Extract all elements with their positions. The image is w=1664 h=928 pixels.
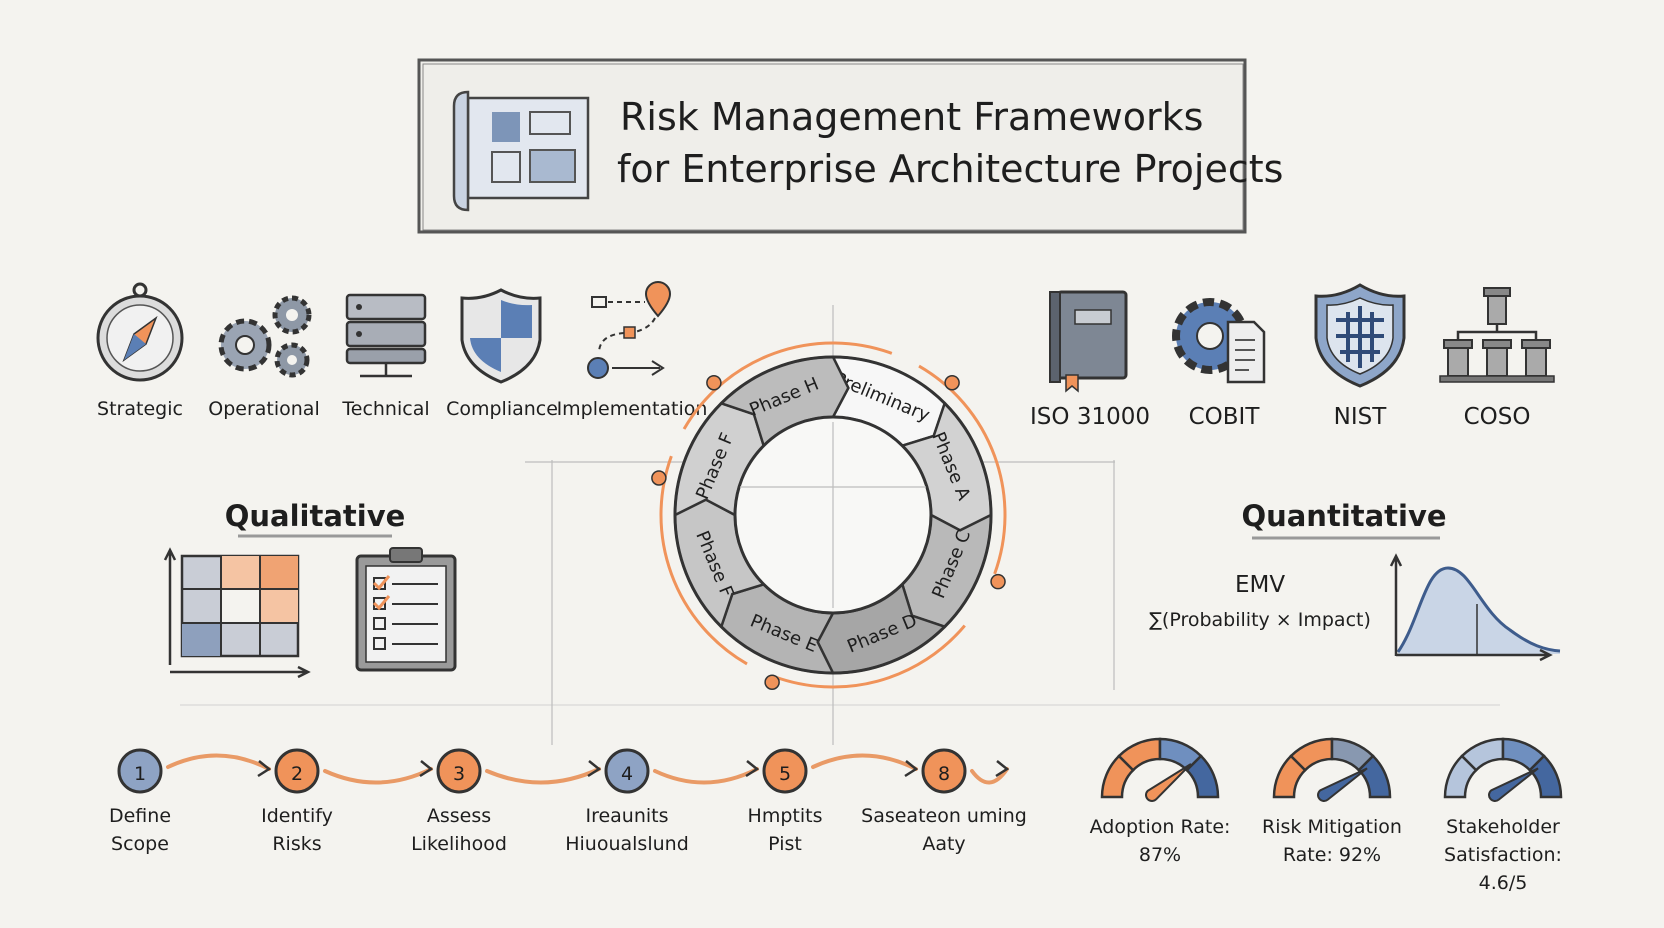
- risk-matrix-icon: [163, 547, 311, 679]
- gear-document-icon: [1172, 298, 1266, 384]
- step-number: 5: [779, 763, 791, 785]
- title-banner: Risk Management Frameworks for Enterpris…: [417, 58, 1283, 234]
- metric-gauge: Adoption Rate: 87%: [1090, 737, 1231, 866]
- step-number-badge: [604, 748, 650, 794]
- step-arrow: [811, 753, 918, 771]
- cycle-node: [990, 573, 1006, 590]
- emv-label: EMV: [1235, 572, 1285, 598]
- step-number: 1: [134, 763, 146, 785]
- step-label-line1: Saseateon uming: [861, 805, 1027, 827]
- metric-label-line1: Adoption Rate:: [1090, 816, 1231, 838]
- cycle-arrow: [682, 341, 893, 430]
- category-label-technical: Technical: [341, 398, 429, 420]
- cycle-node: [764, 674, 780, 691]
- roadmap-icon: [587, 281, 672, 379]
- title-line-2: for Enterprise Architecture Projects: [617, 147, 1283, 191]
- framework-label-cobit: COBIT: [1189, 404, 1261, 430]
- qualitative-heading: Qualitative: [225, 499, 406, 533]
- step-number-badge: [274, 748, 320, 794]
- step-number-badge: [762, 748, 808, 794]
- step-label-line1: Assess: [427, 805, 491, 827]
- step-label-line2: Scope: [111, 833, 169, 855]
- step-arrow: [970, 767, 1009, 785]
- step-arrow: [166, 753, 271, 771]
- cycle-node: [944, 374, 960, 391]
- step-number: 8: [938, 763, 950, 785]
- category-label-operational: Operational: [208, 398, 319, 420]
- shield-icon: [460, 288, 542, 384]
- step-arrow: [485, 767, 601, 785]
- step-label-line2: Risks: [272, 833, 321, 855]
- server-icon: [345, 293, 427, 378]
- step-arrow: [323, 767, 433, 785]
- framework-label-nist: NIST: [1334, 404, 1388, 430]
- gauge-needle: [1317, 767, 1368, 802]
- metric-label-line1: Risk Mitigation: [1262, 816, 1402, 838]
- step-number: 4: [621, 763, 633, 785]
- title-line-1: Risk Management Frameworks: [620, 95, 1203, 139]
- step-label-line1: Identify: [261, 805, 333, 827]
- step-label-line1: Define: [109, 805, 171, 827]
- category-label-strategic: Strategic: [97, 398, 183, 420]
- emv-formula: ∑(Probability × Impact): [1149, 609, 1371, 631]
- gears-icon: [218, 295, 312, 378]
- checklist-icon: [355, 547, 457, 672]
- quantitative-section: Quantitative EMV ∑(Probability × Impact): [1149, 499, 1561, 662]
- metric-label-line2: 87%: [1139, 844, 1181, 866]
- step-label-line2: Pist: [768, 833, 802, 855]
- blueprint-icon: [452, 90, 590, 212]
- category-label-implementation: Implementation: [557, 398, 708, 420]
- step-arrow: [653, 767, 759, 785]
- step-number-badge: [436, 748, 482, 794]
- step-label-line2: Aaty: [922, 833, 965, 855]
- step-number: 2: [291, 763, 303, 785]
- distribution-curve-icon: [1389, 553, 1561, 662]
- step-label-line2: Likelihood: [411, 833, 507, 855]
- step-label-line1: Hmptits: [748, 805, 823, 827]
- quantitative-heading: Quantitative: [1241, 499, 1446, 533]
- cycle-arrow: [659, 455, 748, 666]
- book-icon: [1049, 290, 1128, 393]
- step-label-line2: Hiuoualslund: [565, 833, 689, 855]
- step-number: 3: [453, 763, 465, 785]
- framework-label-iso: ISO 31000: [1030, 404, 1150, 430]
- shield-grid-icon: [1314, 283, 1406, 388]
- step-number-badge: [921, 748, 967, 794]
- metric-label-line2: Rate: 92%: [1283, 844, 1381, 866]
- frameworks: ISO 31000 COBIT NIST COSO: [1030, 283, 1555, 430]
- category-label-compliance: Compliance: [446, 398, 558, 420]
- metric-label-line1: Stakeholder: [1446, 816, 1560, 838]
- cycle-node: [651, 470, 667, 486]
- metric-label-line3: 4.6/5: [1479, 872, 1528, 894]
- compass-icon: [96, 282, 184, 382]
- gauge-needle: [1145, 763, 1192, 802]
- cycle-node: [706, 374, 722, 391]
- risk-categories: Strategic Operational Technical Complian…: [96, 281, 708, 420]
- pillars-icon: [1439, 287, 1555, 383]
- gauge-needle: [1488, 767, 1539, 802]
- qualitative-section: Qualitative: [163, 499, 457, 679]
- step-label-line1: Ireaunits: [585, 805, 668, 827]
- framework-label-coso: COSO: [1464, 404, 1531, 430]
- metric-label-line2: Satisfaction:: [1444, 844, 1562, 866]
- step-number-badge: [117, 748, 163, 794]
- cycle-arrow: [773, 624, 966, 689]
